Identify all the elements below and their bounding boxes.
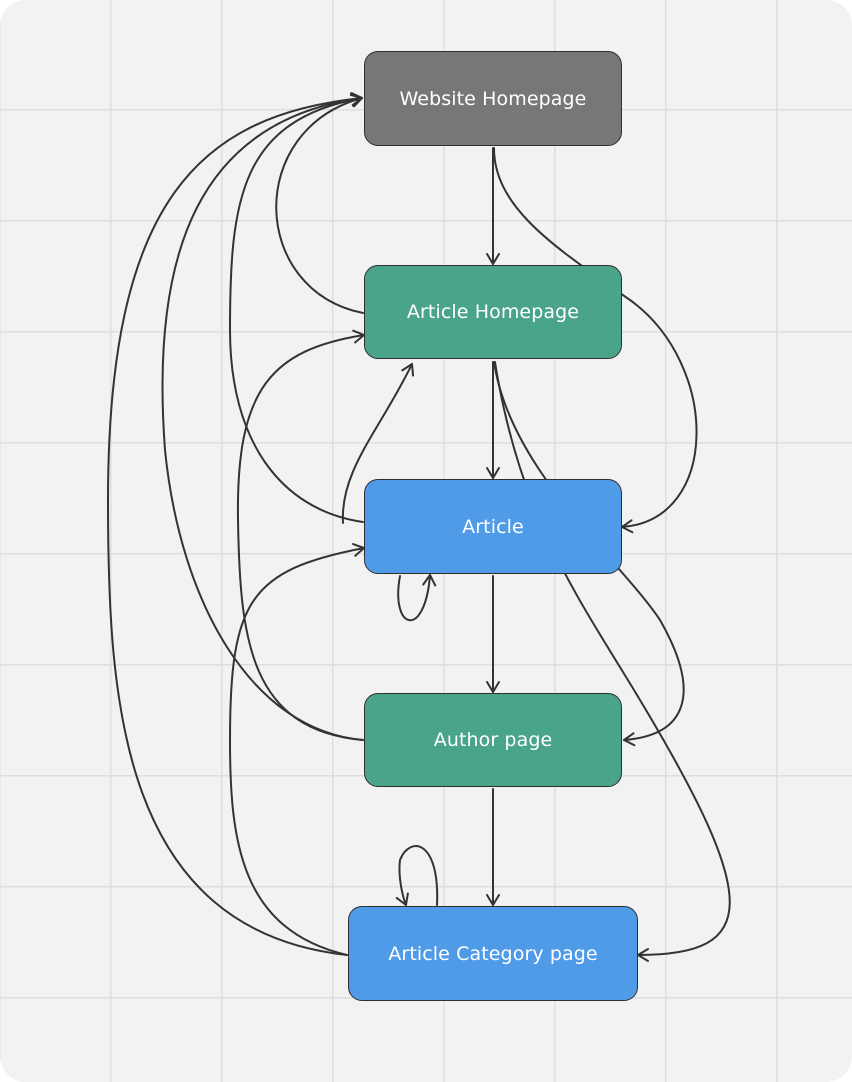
edge-article-homepage-to-author-page bbox=[493, 361, 685, 747]
edge-article-to-article-homepage bbox=[341, 363, 415, 524]
edge-author-page-to-website-homepage bbox=[161, 92, 364, 741]
node-label: Website Homepage bbox=[399, 87, 587, 110]
edge-article-homepage-to-website-homepage bbox=[275, 93, 364, 314]
node-author-page[interactable]: Author page bbox=[364, 693, 622, 787]
node-website-homepage[interactable]: Website Homepage bbox=[364, 51, 622, 146]
edge-author-page-to-article-homepage bbox=[236, 329, 365, 741]
node-label: Author page bbox=[433, 729, 553, 751]
node-label: Article Category page bbox=[388, 942, 598, 965]
node-article[interactable]: Article bbox=[364, 479, 622, 574]
edge-article-to-article bbox=[397, 574, 437, 622]
edge-article-category-page-to-article-category-page bbox=[395, 845, 439, 906]
node-label: Article bbox=[462, 515, 524, 538]
edge-article-category-page-to-website-homepage bbox=[106, 92, 363, 956]
edge-website-homepage-to-article bbox=[493, 147, 698, 534]
edge-article-category-page-to-article bbox=[228, 543, 365, 956]
node-label: Article Homepage bbox=[406, 301, 580, 323]
node-article-category-page[interactable]: Article Category page bbox=[348, 906, 638, 1001]
edge-article-to-website-homepage bbox=[228, 92, 364, 523]
node-article-homepage[interactable]: Article Homepage bbox=[364, 265, 622, 359]
